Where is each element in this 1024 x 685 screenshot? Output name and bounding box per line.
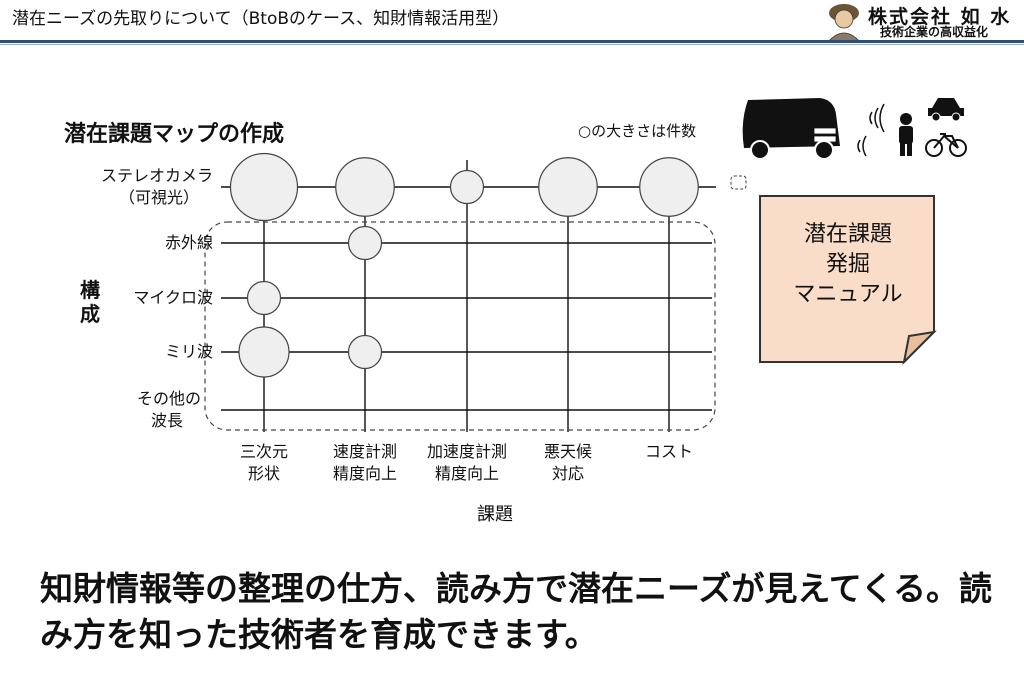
- row-label: その他の波長: [136, 389, 201, 430]
- key-message: 知財情報等の整理の仕方、読み方で潜在ニーズが見えてくる。読み方を知った技術者を育…: [40, 569, 993, 654]
- header-divider: [0, 40, 1024, 43]
- column-label: コスト: [644, 442, 693, 461]
- size-legend-note: ○の大きさは件数: [578, 122, 697, 140]
- count-bubble: [238, 326, 290, 378]
- bicycle-icon: [925, 133, 967, 157]
- count-bubble: [639, 157, 699, 217]
- count-bubble: [538, 157, 598, 217]
- count-bubble: [229, 152, 299, 222]
- manual-note: [759, 195, 937, 366]
- axis-y-label: 構成: [80, 278, 100, 326]
- count-bubble: [246, 280, 282, 316]
- manual-note-text: 潜在課題発掘マニュアル: [793, 222, 903, 307]
- signal-waves-icon: [857, 103, 885, 157]
- row-label: ミリ波: [164, 342, 213, 361]
- car-icon: [928, 98, 964, 122]
- column-label: 悪天候対応: [543, 442, 592, 483]
- header-divider-light: [0, 44, 1024, 45]
- company-slogan: 技術企業の高収益化: [880, 25, 989, 39]
- vehicle-sensing-illustration: [742, 98, 967, 160]
- slide-title: 潜在ニーズの先取りについて（BtoBのケース、知財情報活用型）: [12, 9, 510, 29]
- pedestrian-icon: [899, 113, 913, 156]
- count-bubble: [449, 169, 485, 205]
- count-bubble: [335, 157, 395, 217]
- company-logo-name: 株式会社 如 水: [868, 6, 1012, 28]
- column-label: 加速度計測精度向上: [426, 442, 507, 483]
- row-label: ステレオカメラ（可視光）: [100, 166, 213, 207]
- highlight-region: [204, 221, 716, 431]
- logo-portrait-icon: [827, 4, 861, 42]
- column-label: 速度計測精度向上: [332, 442, 397, 483]
- row-label: マイクロ波: [133, 288, 213, 307]
- column-label: 三次元形状: [239, 442, 288, 483]
- truck-icon: [742, 98, 840, 160]
- axis-x-label: 課題: [477, 504, 513, 525]
- row-label: 赤外線: [164, 233, 213, 252]
- count-bubble: [347, 225, 383, 261]
- map-title: 潜在課題マップの作成: [64, 122, 285, 147]
- small-dashed-box: [730, 175, 747, 190]
- count-bubble: [347, 334, 383, 370]
